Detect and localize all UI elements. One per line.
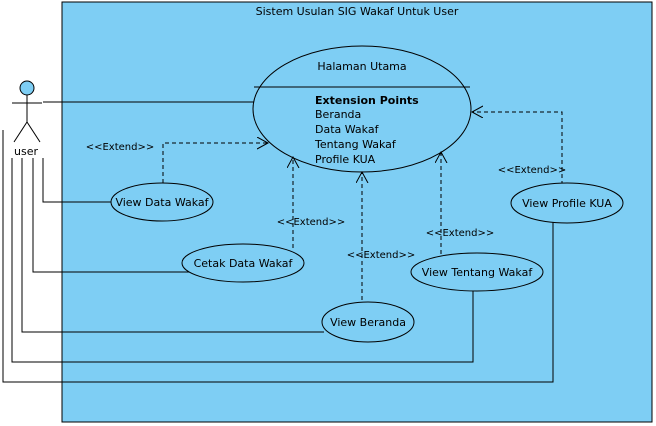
assoc-view-tentang-wakaf: [11, 158, 474, 363]
view-tentang-wakaf-ellipse: [410, 252, 544, 292]
extension-point-data-wakaf: Data Wakaf: [315, 123, 380, 136]
view-data-wakaf-ellipse: [110, 182, 214, 222]
extend-label-cetak: <<Extend>>: [277, 217, 346, 228]
actor-leg-left: [13, 121, 28, 143]
view-tentang-wakaf-label: View Tentang Wakaf: [422, 266, 534, 279]
cetak-data-wakaf-ellipse: [181, 243, 305, 283]
extension-point-profile-kua: Profile KUA: [315, 153, 376, 166]
associations: [2, 101, 554, 383]
extend-relations: [162, 112, 563, 300]
actor-leg-right: [26, 121, 41, 143]
actor-head: [19, 80, 35, 96]
halaman-utama-label: Halaman Utama: [317, 60, 406, 73]
extend-label-beranda: <<Extend>>: [347, 250, 416, 261]
use-case-view-tentang-wakaf[interactable]: View Tentang Wakaf: [410, 252, 544, 292]
extend-view-profile-kua: [472, 112, 563, 185]
view-profile-kua-label: View Profile KUA: [522, 197, 612, 210]
extend-label-tentang: <<Extend>>: [426, 228, 495, 239]
extend-label-profile: <<Extend>>: [498, 165, 567, 176]
assoc-view-profile-kua: [2, 130, 554, 383]
use-case-view-beranda[interactable]: View Beranda: [321, 301, 415, 343]
view-profile-kua-ellipse: [510, 182, 624, 224]
actor-user[interactable]: user: [12, 80, 42, 158]
use-case-view-data-wakaf[interactable]: View Data Wakaf: [110, 182, 214, 222]
extension-points-title: Extension Points: [315, 94, 419, 107]
view-beranda-ellipse: [321, 301, 415, 343]
view-data-wakaf-label: View Data Wakaf: [115, 196, 209, 209]
extension-point-tentang-wakaf: Tentang Wakaf: [314, 138, 397, 151]
assoc-view-beranda: [21, 158, 324, 333]
actor-label: user: [14, 145, 38, 158]
extend-label-data-wakaf: <<Extend>>: [86, 142, 155, 153]
extension-point-beranda: Beranda: [315, 108, 361, 121]
use-case-view-profile-kua[interactable]: View Profile KUA: [510, 182, 624, 224]
assoc-cetak-data-wakaf: [32, 158, 193, 273]
use-case-cetak-data-wakaf[interactable]: Cetak Data Wakaf: [181, 243, 305, 283]
assoc-view-data-wakaf: [42, 158, 111, 203]
cetak-data-wakaf-label: Cetak Data Wakaf: [194, 257, 294, 270]
view-beranda-label: View Beranda: [330, 316, 406, 329]
use-case-halaman-utama[interactable]: Halaman Utama Extension Points Beranda D…: [252, 45, 472, 173]
system-title: Sistem Usulan SIG Wakaf Untuk User: [256, 5, 459, 18]
